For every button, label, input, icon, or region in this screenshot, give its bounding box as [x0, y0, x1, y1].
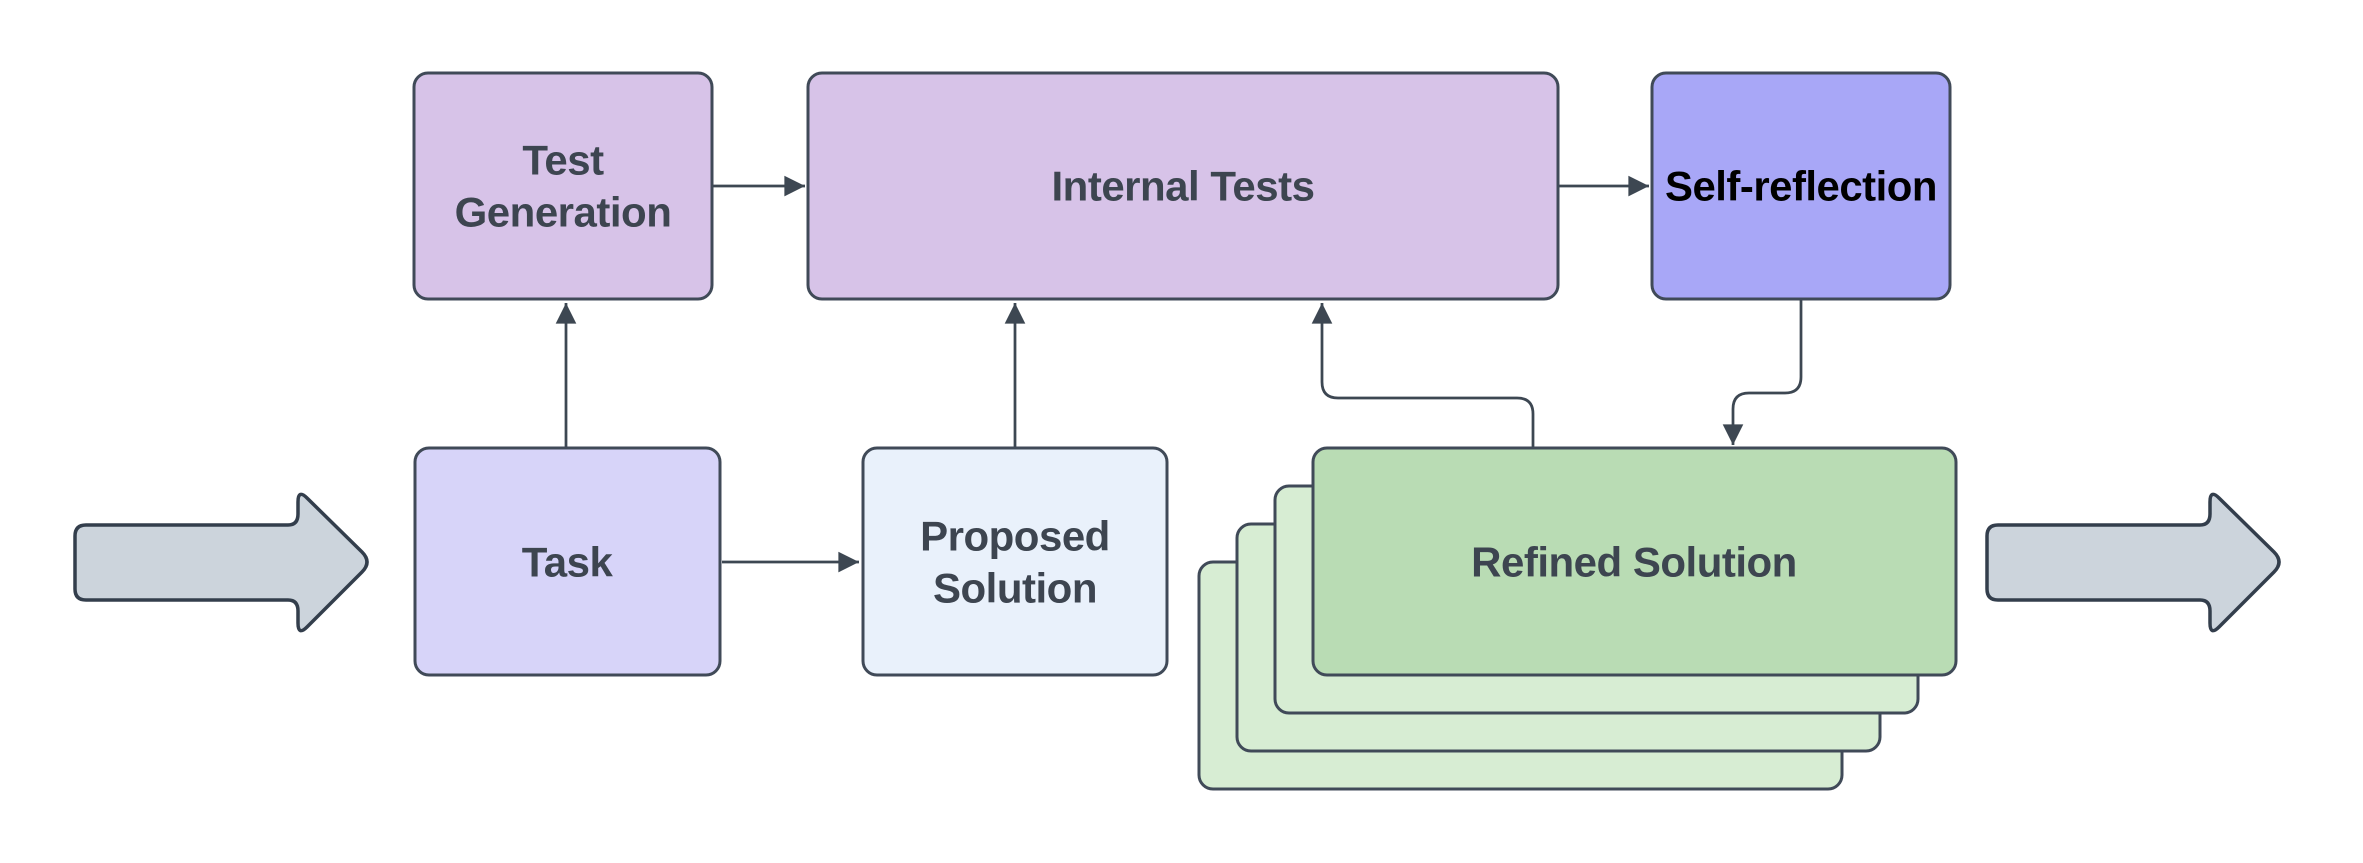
- self-reflection-box: [1650, 71, 1952, 301]
- internal-tests-label: Internal Tests: [1052, 163, 1315, 210]
- refined-solution-label: Refined Solution: [1471, 539, 1797, 586]
- node-refined-solution: Refined Solution: [1311, 446, 1958, 677]
- node-internal-tests: Internal Tests: [806, 71, 1560, 301]
- node-test-generation: Test Generation: [412, 71, 714, 301]
- node-task: Task: [413, 446, 722, 677]
- proposed-solution-label-line1: Proposed: [920, 513, 1110, 560]
- internal-tests-box: [806, 71, 1560, 301]
- refined-solution-box: [1311, 446, 1958, 677]
- test-generation-label-line2: Generation: [455, 189, 672, 236]
- test-generation-box: [412, 71, 714, 301]
- self-reflection-label: Self-reflection: [1665, 163, 1937, 210]
- node-self-reflection: Self-reflection: [1650, 71, 1952, 301]
- input-block-arrow-right-icon: [73, 492, 369, 633]
- edge-self-reflection-to-refined-solution: [1722, 300, 1803, 445]
- task-label: Task: [522, 539, 614, 586]
- proposed-solution-box: [861, 446, 1169, 677]
- output-block-arrow-right-icon: [1985, 492, 2281, 633]
- test-generation-label-line1: Test: [522, 137, 604, 184]
- task-box: [413, 446, 722, 677]
- proposed-solution-label-line2: Solution: [933, 565, 1097, 612]
- node-proposed-solution: Proposed Solution: [861, 446, 1169, 677]
- edge-refined-solution-to-internal-tests: [1311, 303, 1535, 448]
